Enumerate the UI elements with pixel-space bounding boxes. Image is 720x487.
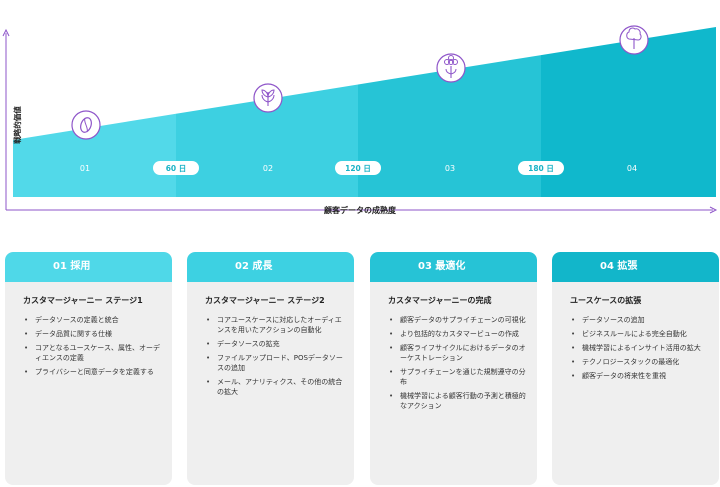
list-item: 顧客ライフサイクルにおけるデータのオーケストレーション [388, 343, 527, 363]
list-item: データソースの拡充 [205, 339, 344, 349]
card-list: コアユースケースに対応したオーディエンスを用いたアクションの自動化 データソース… [205, 315, 344, 397]
list-item: ビジネスルールによる完全自動化 [570, 329, 709, 339]
tree-icon [619, 25, 649, 55]
milestone-pill: 120 日 [335, 161, 381, 175]
card-header: 02 成長 [187, 252, 354, 282]
maturity-diagram: 01 02 03 04 60 日 120 日 180 日 [2, 25, 718, 215]
y-axis-label: 戦略的価値 [12, 106, 22, 144]
milestone-label: 60 日 [166, 164, 187, 173]
milestone-pill: 60 日 [153, 161, 199, 175]
card-header: 03 最適化 [370, 252, 537, 282]
card-title: カスタマージャーニーの完成 [388, 296, 492, 305]
list-item: より包括的なカスタマービューの作成 [388, 329, 527, 339]
card-list: 顧客データのサプライチェーンの可視化 より包括的なカスタマービューの作成 顧客ラ… [388, 315, 527, 411]
stage-card-grow: 02 成長 カスタマージャーニー ステージ2 コアユースケースに対応したオーディ… [187, 252, 354, 485]
milestone-label: 180 日 [528, 164, 554, 173]
list-item: ファイルアップロード、POSデータソースの追加 [205, 353, 344, 373]
stage-band [176, 84, 358, 197]
list-item: データソースの定義と統合 [23, 315, 162, 325]
stage-label: 02 [263, 164, 273, 173]
card-header: 01 採用 [5, 252, 172, 282]
list-item: データソースの追加 [570, 315, 709, 325]
list-item: 機械学習によるインサイト活用の拡大 [570, 343, 709, 353]
list-item: 顧客データの将来性を重視 [570, 371, 709, 381]
stage-band [13, 113, 176, 197]
list-item: 顧客データのサプライチェーンの可視化 [388, 315, 527, 325]
stage-card-expand: 04 拡張 ユースケースの拡張 データソースの追加 ビジネスルールによる完全自動… [552, 252, 719, 485]
stage-card-optimize: 03 最適化 カスタマージャーニーの完成 顧客データのサプライチェーンの可視化 … [370, 252, 537, 485]
y-axis-arrow-icon [2, 28, 10, 37]
card-title: カスタマージャーニー ステージ2 [205, 296, 325, 305]
milestone-pill: 180 日 [518, 161, 564, 175]
list-item: データ品質に関する仕様 [23, 329, 162, 339]
coffee-bean-icon [71, 110, 101, 140]
milestone-label: 120 日 [345, 164, 371, 173]
list-item: プライバシーと同意データを定義する [23, 367, 162, 377]
x-axis-label: 顧客データの成熟度 [324, 205, 397, 215]
list-item: 機械学習による顧客行動の予測と積極的なアクション [388, 391, 527, 411]
list-item: コアとなるユースケース、属性、オーディエンスの定義 [23, 343, 162, 363]
list-item: テクノロジースタックの最適化 [570, 357, 709, 367]
card-title: ユースケースの拡張 [570, 296, 642, 305]
list-item: メール、アナリティクス、その他の統合の拡大 [205, 377, 344, 397]
list-item: コアユースケースに対応したオーディエンスを用いたアクションの自動化 [205, 315, 344, 335]
card-header: 04 拡張 [552, 252, 719, 282]
card-list: データソースの追加 ビジネスルールによる完全自動化 機械学習によるインサイト活用… [570, 315, 709, 381]
x-axis-arrow-icon [709, 206, 718, 214]
flower-icon [436, 53, 466, 83]
stage-card-adopt: 01 採用 カスタマージャーニー ステージ1 データソースの定義と統合 データ品… [5, 252, 172, 485]
list-item: サプライチェーンを通じた規制遵守の分布 [388, 367, 527, 387]
card-title: カスタマージャーニー ステージ1 [23, 296, 143, 305]
card-list: データソースの定義と統合 データ品質に関する仕様 コアとなるユースケース、属性、… [23, 315, 162, 377]
stage-label: 01 [80, 164, 90, 173]
stage-band [541, 27, 716, 197]
sprout-icon [253, 83, 283, 113]
stage-band [358, 55, 541, 197]
stage-label: 04 [627, 164, 637, 173]
stage-label: 03 [445, 164, 455, 173]
